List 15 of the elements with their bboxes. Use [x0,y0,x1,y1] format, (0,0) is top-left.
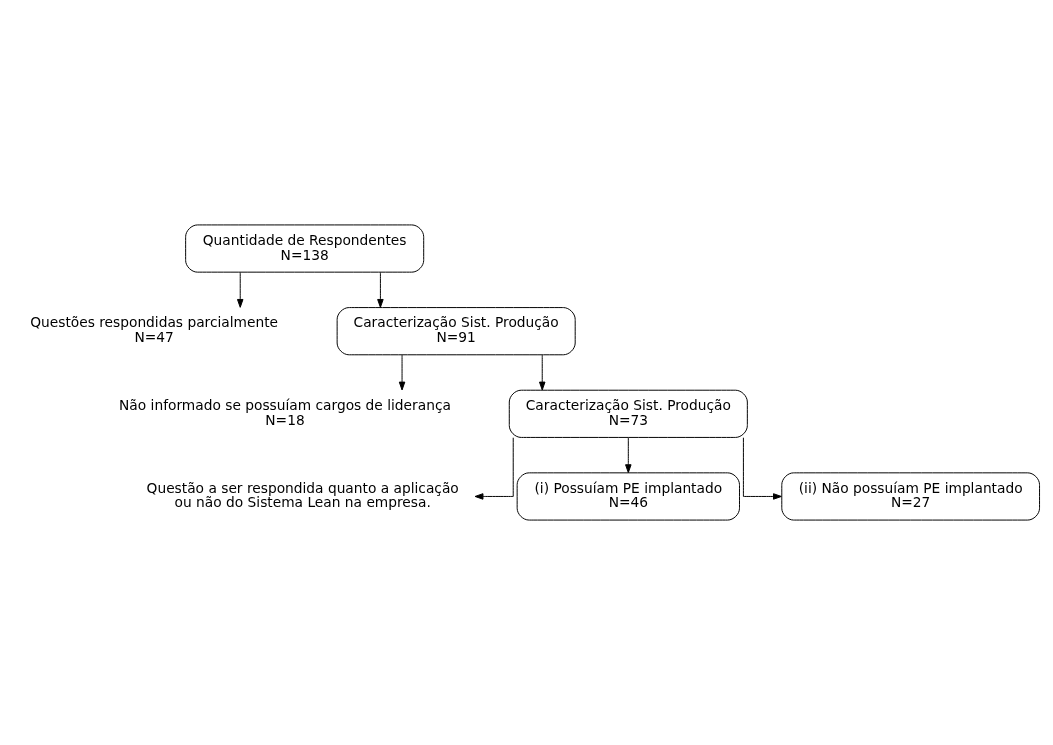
node-box: Caracterização Sist. Produção N=73 [508,389,748,438]
node-text: Questão a ser respondida quanto a aplicação ou não do Sistema Lean na empresa. [146,479,459,511]
node-box: (i) Possuíam PE implantado N=46 [516,472,740,521]
node-text: Não informado se possuíam cargos de liderança N=18 [119,397,451,428]
arrow [625,437,632,474]
arrow [539,354,546,391]
node-text: Questões respondidas parcialmente N=47 [30,314,279,346]
arrow [474,437,514,500]
arrow [742,437,782,500]
node-box: Caracterização Sist. Produção N=91 [336,307,576,356]
arrow [377,271,384,308]
arrow [237,271,244,308]
arrow [398,354,406,391]
node-box: Quantidade de Respondentes N=138 [185,224,425,273]
node-box: (ii) Não possuíam PE implantado N=27 [781,472,1040,521]
